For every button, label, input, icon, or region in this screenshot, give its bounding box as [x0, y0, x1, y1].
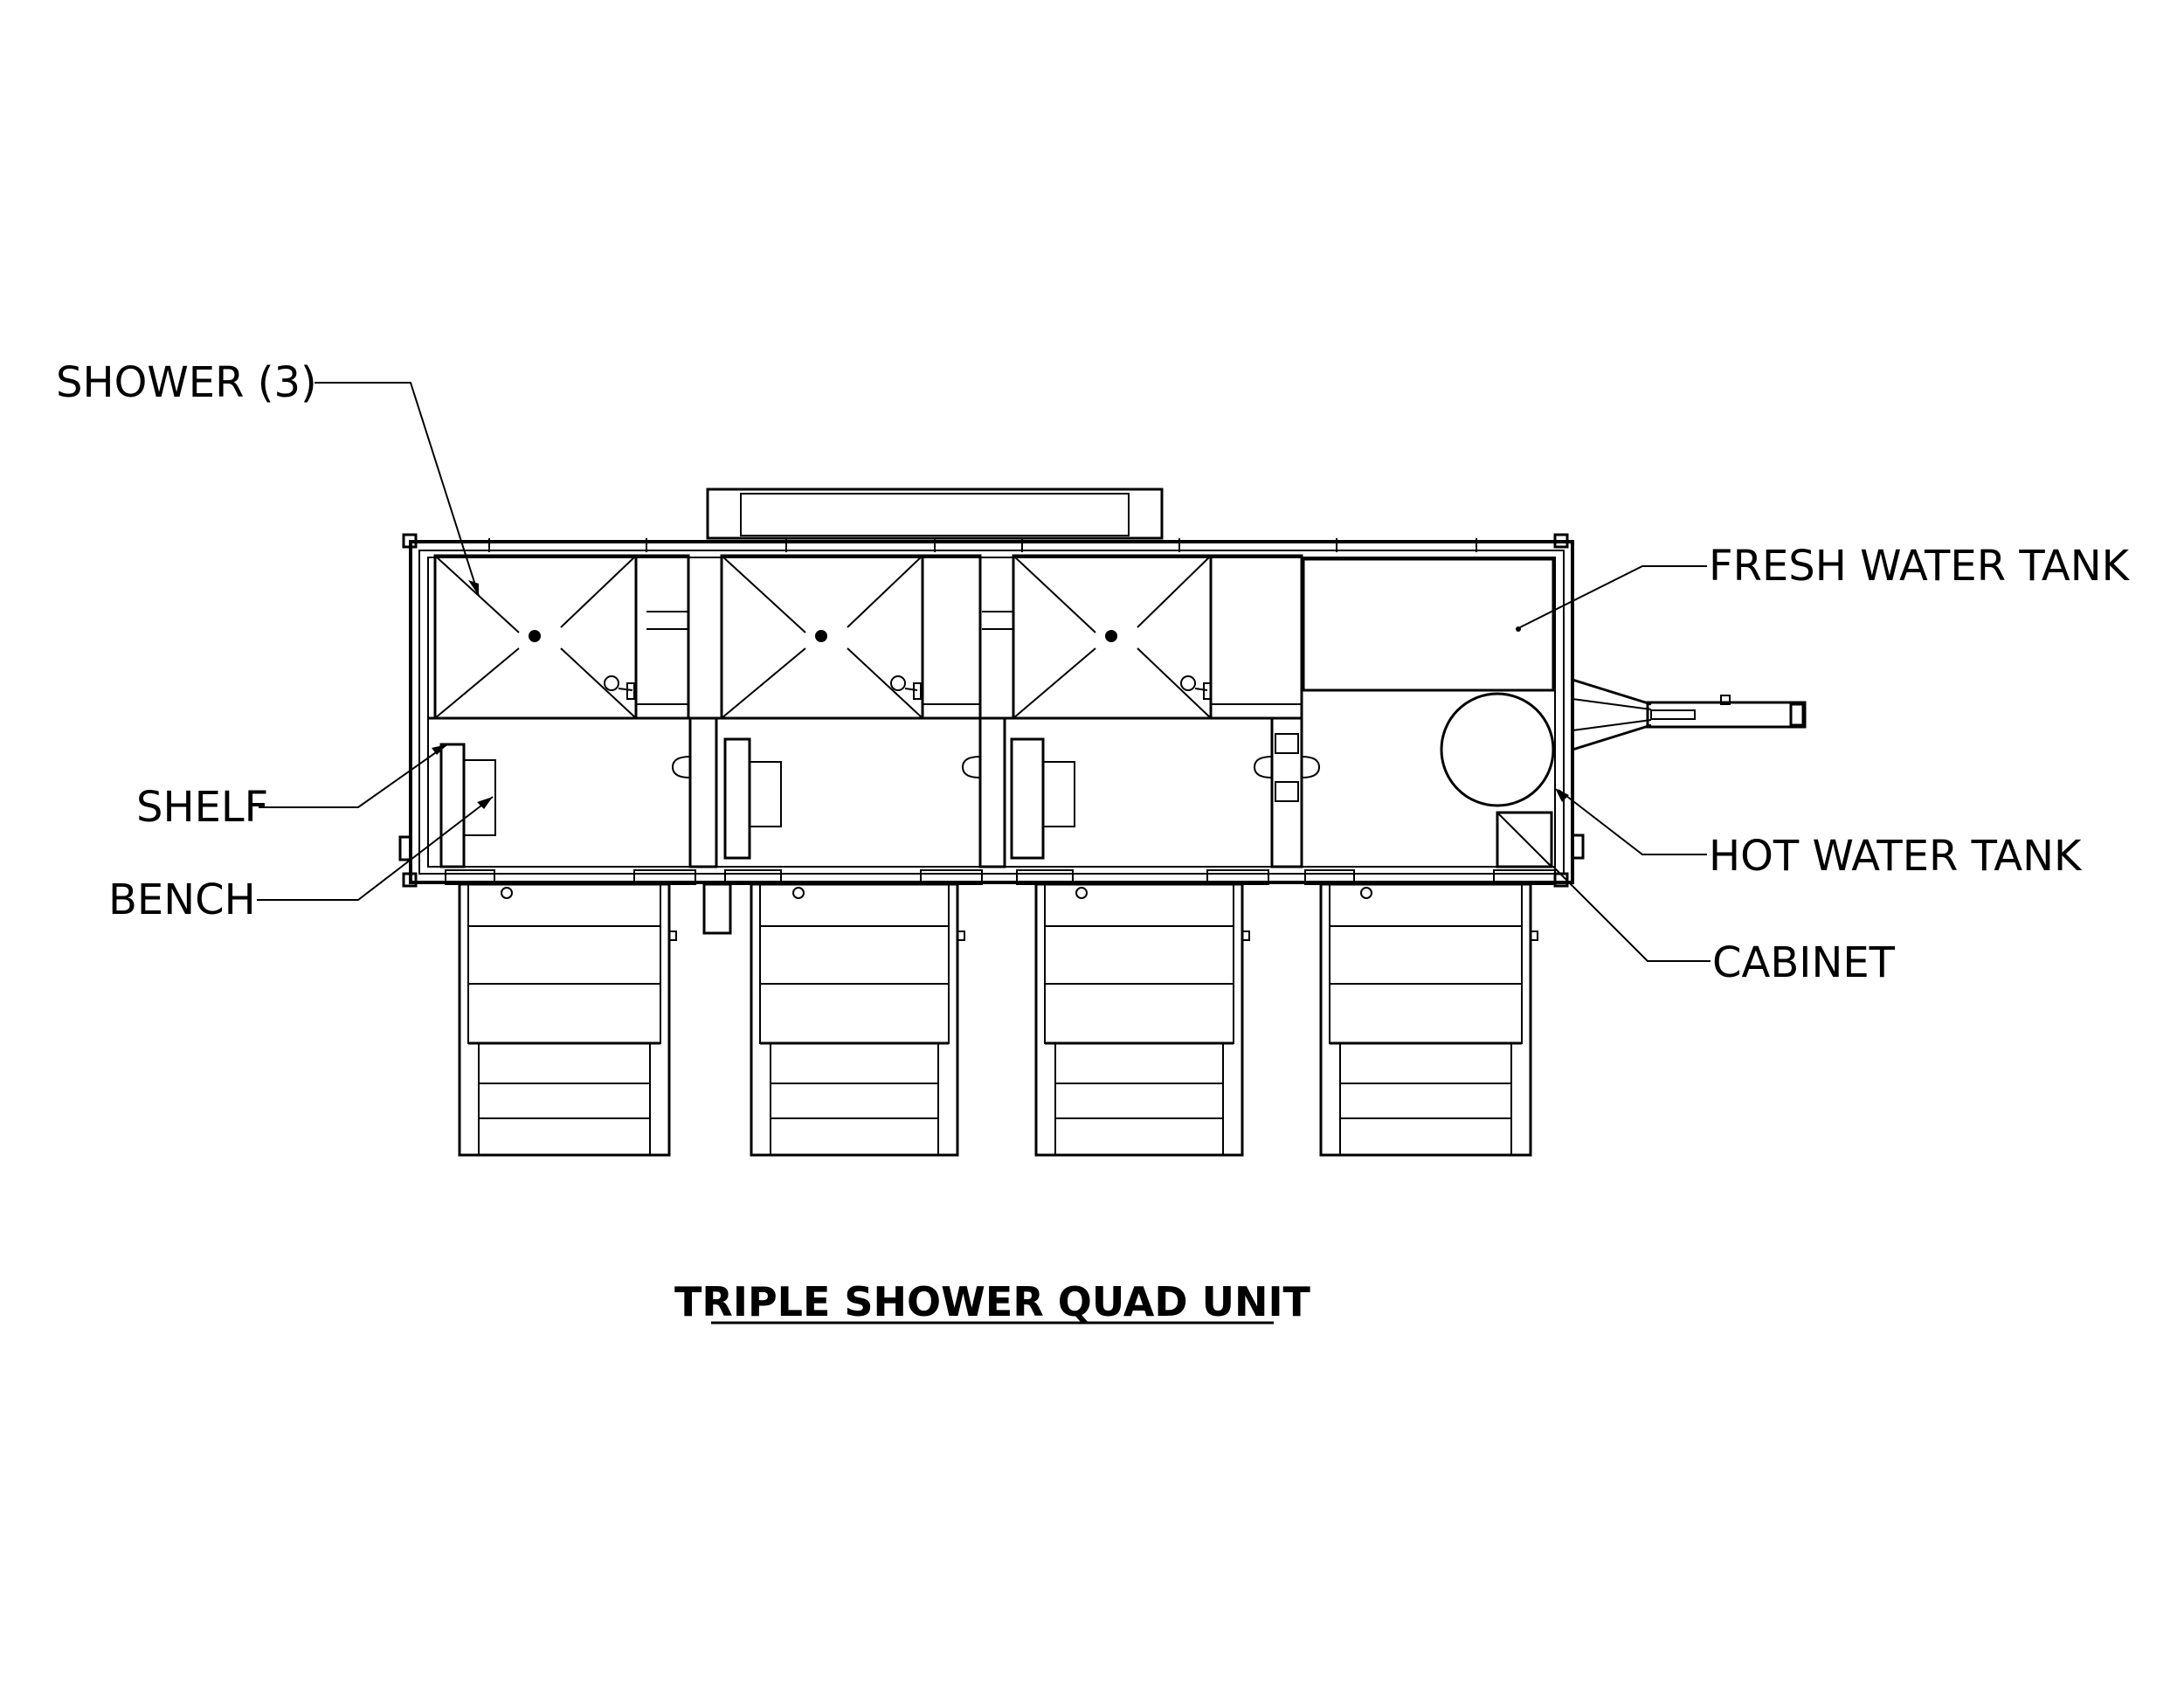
trailer-body — [398, 533, 1585, 888]
utility-room — [1300, 556, 1555, 868]
cabinet-leader — [1552, 866, 1711, 962]
entry-stair-1 — [458, 882, 677, 1157]
hot-water-tank-shape — [1440, 692, 1555, 807]
shower-label: SHOWER (3) — [56, 358, 317, 407]
dressing-room-2 — [716, 716, 1006, 868]
floor-edge-details — [445, 869, 1556, 935]
drawing-title: TRIPLE SHOWER QUAD UNIT — [674, 1278, 1311, 1325]
roof-equipment-box — [706, 488, 1164, 540]
entry-stair-3 — [1034, 882, 1250, 1157]
cabinet-shape — [1496, 811, 1553, 868]
dressing-room-3 — [1005, 716, 1321, 868]
shelf-label: SHELF — [136, 783, 268, 832]
fresh-water-tank-label: FRESH WATER TANK — [1709, 542, 2131, 591]
shower-leader — [314, 382, 480, 597]
entry-stair-2 — [750, 882, 965, 1157]
hot-water-tank-leader — [1558, 789, 1707, 855]
bench-label: BENCH — [108, 875, 256, 924]
entry-stair-4 — [1319, 882, 1538, 1157]
trailer-hitch — [1572, 678, 1807, 751]
fresh-water-tank-leader — [1519, 565, 1707, 628]
shower-stall-2 — [720, 554, 1013, 720]
leader-lines — [257, 382, 1711, 962]
fresh-water-tank-shape — [1302, 557, 1555, 692]
dressing-room-1 — [428, 716, 718, 868]
bench-leader — [257, 796, 494, 901]
shower-stall-3 — [1012, 554, 1303, 720]
shelf-leader — [259, 744, 448, 808]
hot-water-tank-label: HOT WATER TANK — [1709, 832, 2083, 881]
cabinet-label: CABINET — [1712, 938, 1896, 987]
